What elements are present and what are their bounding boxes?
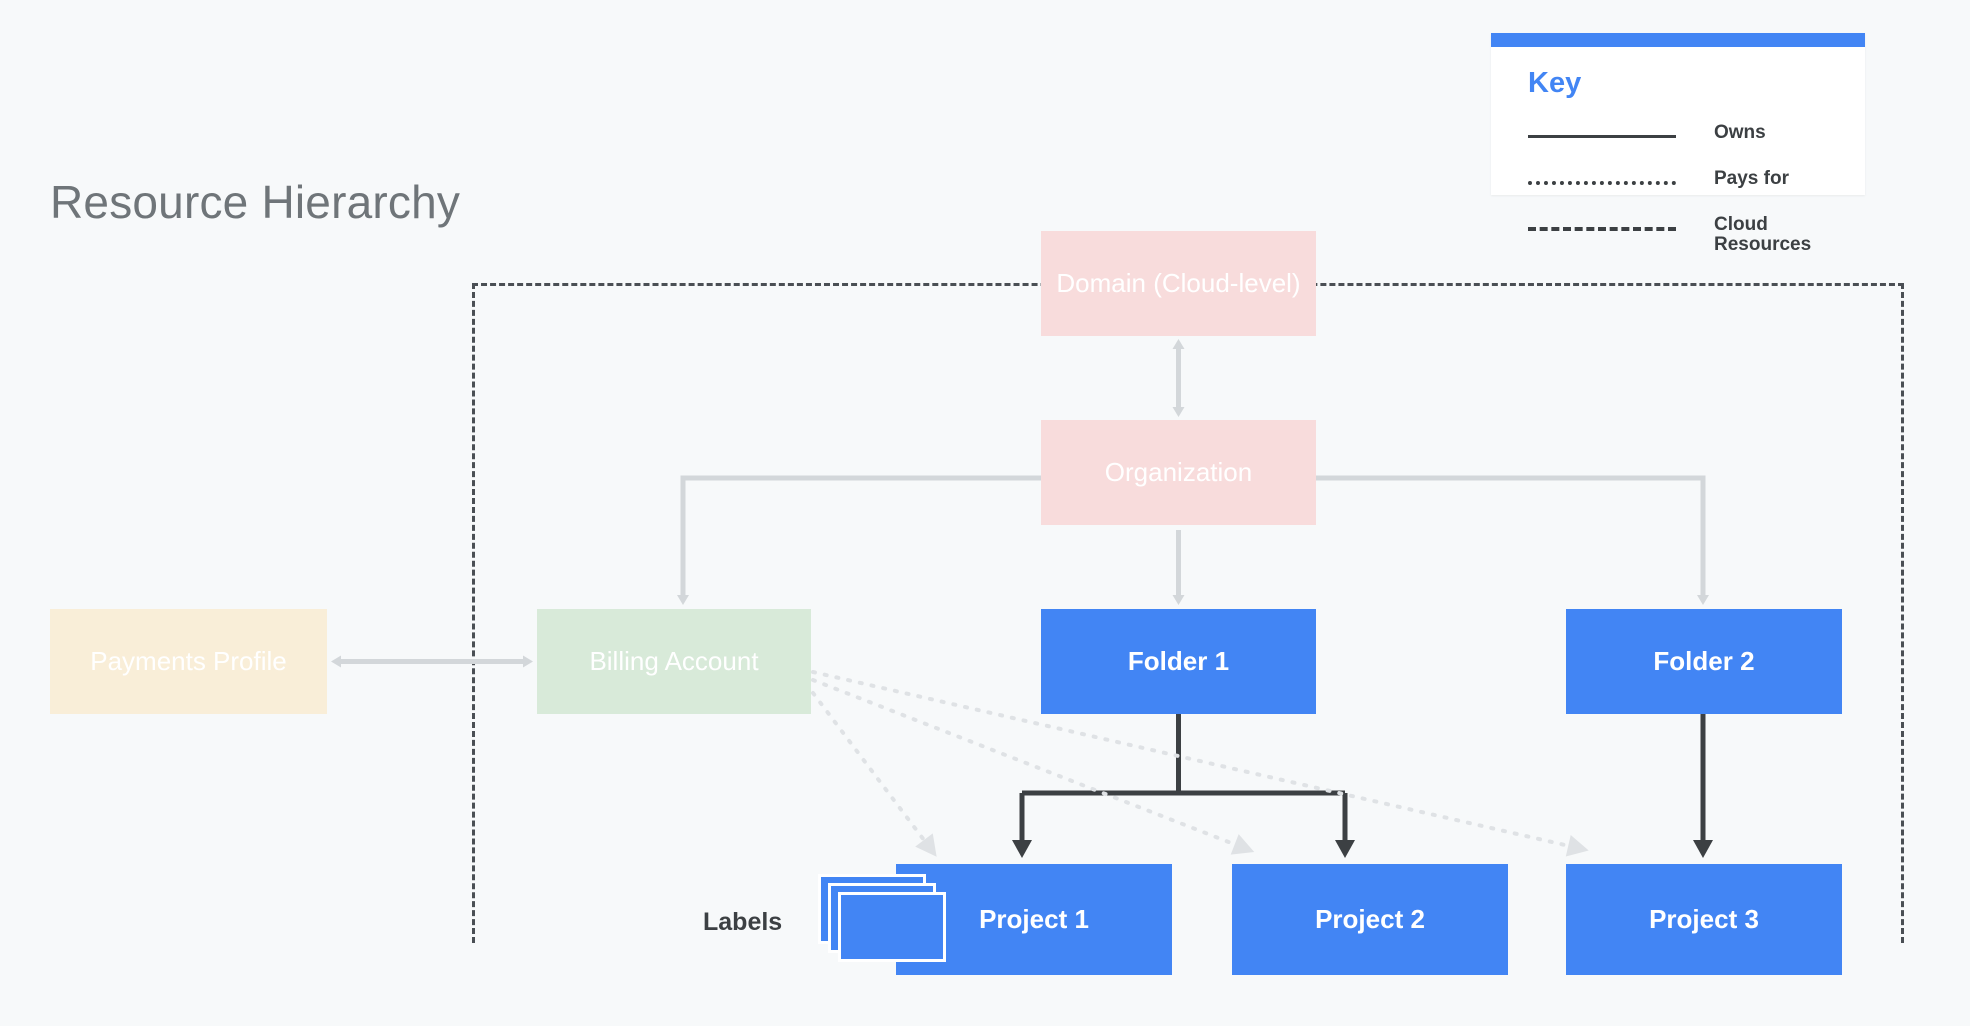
node-folder-1[interactable]: Folder 1 bbox=[1041, 609, 1316, 714]
legend-row-pays-for: Pays for bbox=[1528, 168, 1858, 199]
node-folder-1-label: Folder 1 bbox=[1127, 645, 1230, 676]
legend-sample-solid-line bbox=[1528, 135, 1676, 138]
node-project-1-label: Project 1 bbox=[979, 903, 1089, 934]
node-project-2-label: Project 2 bbox=[1315, 903, 1425, 934]
legend-accent-bar bbox=[1491, 33, 1865, 47]
node-organization[interactable]: Organization bbox=[1041, 420, 1316, 525]
labels-text: Labels bbox=[703, 908, 783, 936]
node-folder-2[interactable]: Folder 2 bbox=[1566, 609, 1842, 714]
node-domain[interactable]: Domain (Cloud-level) bbox=[1041, 231, 1316, 336]
node-billing-account[interactable]: Billing Account bbox=[537, 609, 811, 714]
node-domain-label: Domain (Cloud-level) bbox=[1056, 267, 1301, 298]
legend-label-pays-for: Pays for bbox=[1714, 168, 1789, 189]
node-project-3[interactable]: Project 3 bbox=[1566, 864, 1842, 975]
legend-body: Key Owns Pays for Cloud Resources bbox=[1491, 47, 1865, 255]
legend-row-cloud-resources: Cloud Resources bbox=[1528, 214, 1858, 255]
legend-label-cloud-resources: Cloud Resources bbox=[1714, 214, 1812, 256]
legend-panel: Key Owns Pays for Cloud Resources bbox=[1491, 33, 1865, 255]
node-payments-profile[interactable]: Payments Profile bbox=[50, 609, 327, 714]
node-project-3-label: Project 3 bbox=[1649, 903, 1759, 934]
legend-sample-dotted-line bbox=[1528, 181, 1676, 185]
node-organization-label: Organization bbox=[1104, 456, 1253, 487]
node-project-2[interactable]: Project 2 bbox=[1232, 864, 1508, 975]
legend-sample-dashed-line bbox=[1528, 227, 1676, 231]
page-title: Resource Hierarchy bbox=[50, 176, 461, 228]
legend-row-owns: Owns bbox=[1528, 122, 1858, 153]
legend-title: Key bbox=[1528, 67, 1582, 99]
node-folder-2-label: Folder 2 bbox=[1653, 645, 1755, 676]
node-billing-account-label: Billing Account bbox=[589, 645, 759, 676]
node-payments-profile-label: Payments Profile bbox=[90, 645, 287, 676]
legend-label-owns: Owns bbox=[1714, 122, 1766, 143]
stacked-cards-icon bbox=[818, 874, 948, 964]
stacked-card-front bbox=[838, 892, 946, 962]
